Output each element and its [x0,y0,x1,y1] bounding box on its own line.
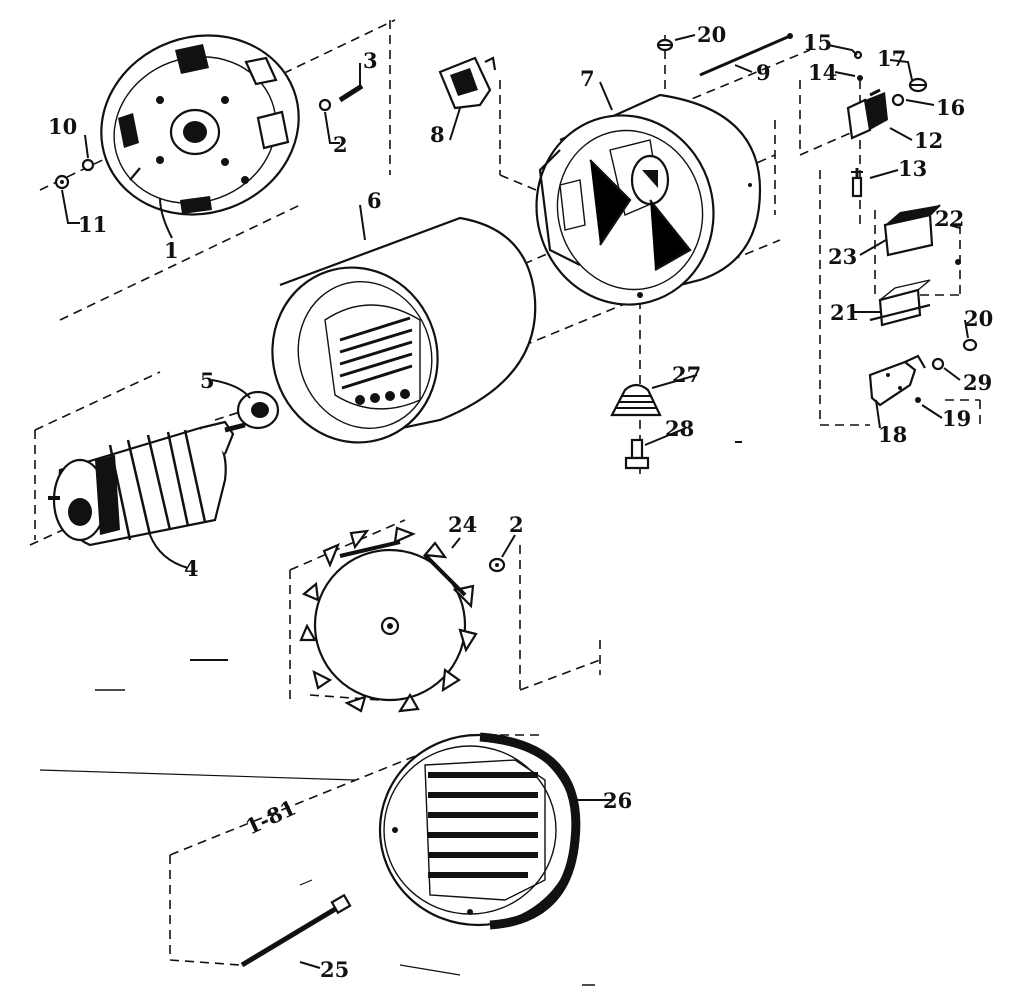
part-10-washer [81,158,95,172]
callout-2-upper: 2 [333,132,348,157]
callout-12: 12 [914,128,943,153]
part-23-capacitor [883,204,941,257]
callout-13: 13 [898,156,927,181]
callout-14: 14 [808,60,837,85]
callout-18: 18 [878,422,907,447]
callout-29: 29 [963,370,992,395]
part-17-screw [908,77,928,93]
callout-7: 7 [580,66,595,91]
part-8-brush-holder [438,56,497,110]
part-27-cord-protector [610,383,662,417]
callout-11: 11 [78,212,107,237]
part-29-washer [931,357,945,371]
callout-23: 23 [828,244,857,269]
part-13-contact [851,168,863,198]
callout-21: 21 [830,300,859,325]
part-25-long-bolt [240,893,352,968]
callout-20-top: 20 [697,22,726,47]
part-6-field-housing [271,216,537,444]
part-20-screw-right [962,338,978,352]
part-22-screw [955,259,961,265]
part-20-screw-top [656,38,674,52]
part-21-relay [869,279,931,327]
part-28-bolt [624,438,650,470]
part-26-grille-end [378,732,581,930]
callout-10: 10 [48,114,77,139]
callout-2-lower: 2 [509,512,524,537]
callout-6: 6 [367,188,382,213]
callout-26: 26 [603,788,632,813]
leader-lines [61,34,969,969]
part-5-bearing [236,390,280,430]
callout-4: 4 [184,556,199,581]
callout-17: 17 [877,46,906,71]
part-4-armature [48,420,246,547]
part-2-washer-fan [488,557,506,573]
part-11-nut [54,174,70,190]
part-16-washer [891,93,905,107]
callout-9: 9 [756,60,771,85]
callout-5: 5 [200,368,215,393]
callout-28: 28 [665,416,694,441]
callout-24: 24 [448,512,477,537]
callout-15: 15 [803,30,832,55]
callout-20-right: 20 [964,306,993,331]
callout-27: 27 [672,362,701,387]
part-3-screw [338,83,364,103]
callout-19: 19 [942,406,971,431]
callout-labels: 1 2 3 4 5 6 7 8 9 10 11 12 13 14 15 16 1… [48,22,993,982]
callout-16: 16 [936,95,965,120]
callout-3: 3 [363,48,378,73]
part-1-end-bell [100,34,300,216]
part-18-bracket [868,354,926,407]
callout-1: 1 [164,238,179,263]
stamp-text: 1-81 [242,795,300,840]
part-24-fan [299,526,478,713]
callout-8: 8 [430,122,445,147]
part-7-end-housing [535,93,762,306]
part-9-through-bolt [699,33,793,77]
part-14-pin [857,75,863,81]
part-19-screw [915,397,921,403]
part-12-switch [846,88,888,140]
part-2-washer-top [318,98,332,112]
callout-22: 22 [935,206,964,231]
callout-25: 25 [320,957,349,982]
